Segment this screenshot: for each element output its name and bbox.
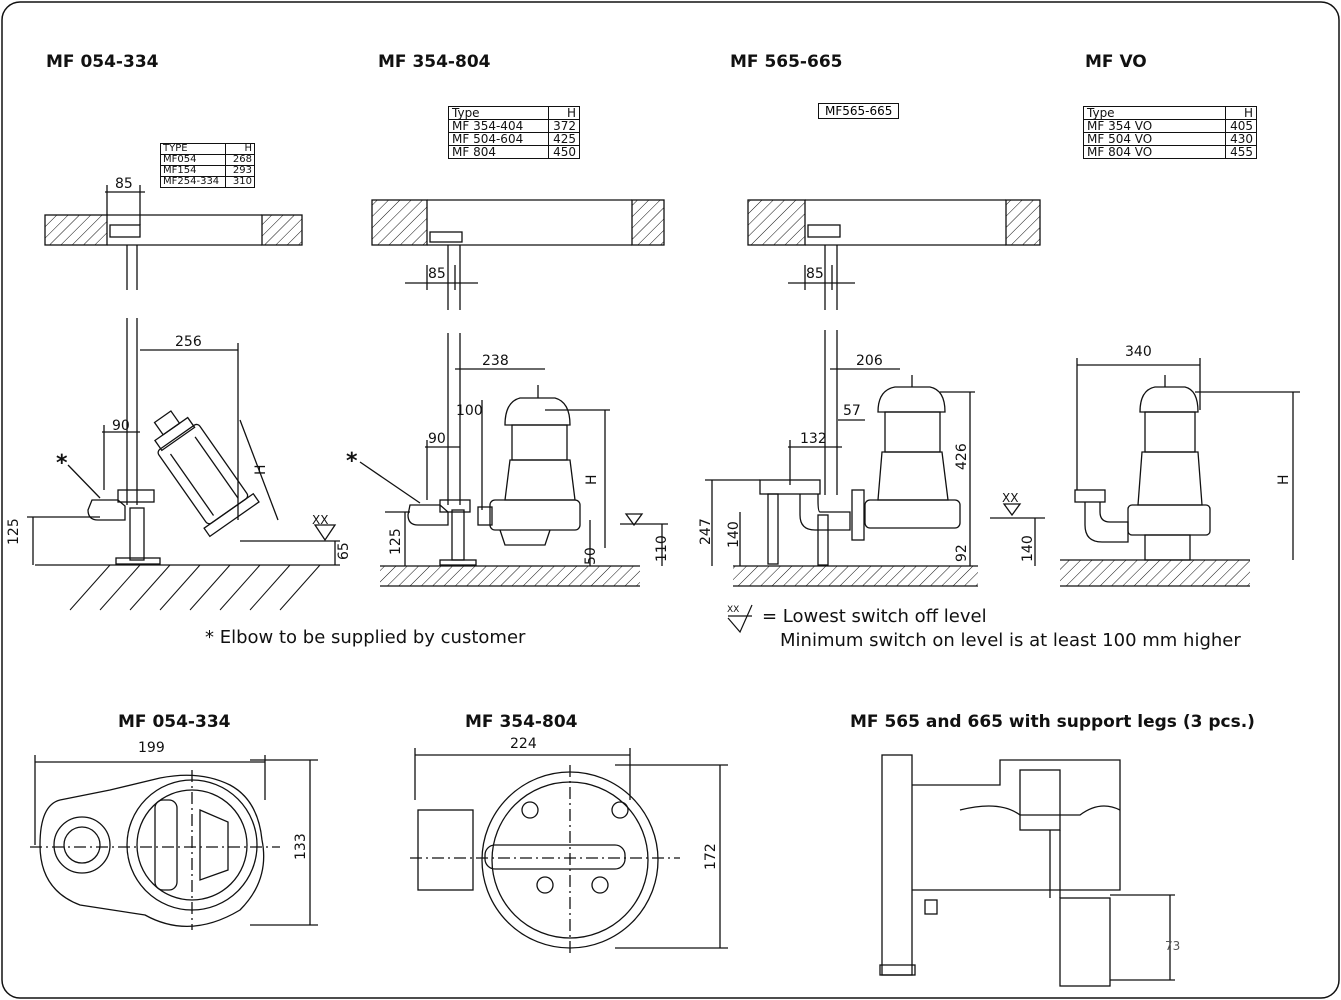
legend-symbol-label: XX [727, 605, 739, 615]
dim-110: 110 [654, 535, 670, 562]
table-cell: 372 [548, 119, 580, 133]
table-header: H [548, 106, 580, 120]
pump-drawing-mf565-665 [705, 199, 1045, 587]
asterisk-marker: * [56, 451, 68, 476]
asterisk-marker: * [346, 449, 358, 474]
dim-125: 125 [388, 528, 404, 555]
dim-85: 85 [428, 266, 446, 282]
dim-65: 65 [336, 542, 352, 560]
table-header: H [1225, 106, 1257, 120]
table-cell: 268 [225, 154, 255, 166]
pump-drawing-mf054-334 [27, 185, 340, 611]
dim-140: 140 [726, 521, 742, 548]
top-view-mf054-334 [30, 755, 318, 930]
section-view-mf565-665 [879, 754, 1175, 987]
dim-199: 199 [138, 740, 165, 756]
table-cell: MF 804 [448, 145, 549, 159]
table-cell: MF 354 VO [1083, 119, 1226, 133]
title-mf565-665: MF 565-665 [730, 52, 843, 72]
water-level-symbol [727, 604, 753, 634]
table-cell: 405 [1225, 119, 1257, 133]
water-level-label: XX [312, 513, 328, 527]
title-bottom-mf565-665: MF 565 and 665 with support legs (3 pcs.… [850, 712, 1255, 732]
slab-left [44, 214, 108, 246]
dim-206: 206 [856, 353, 883, 369]
title-bottom-mf354-804: MF 354-804 [465, 712, 578, 732]
pump-drawing-mf354-804 [359, 199, 668, 587]
table-header: Type [448, 106, 549, 120]
dim-73: 73 [1165, 939, 1180, 953]
table-cell: 425 [548, 132, 580, 146]
table-cell: MF154 [160, 165, 226, 177]
dim-256: 256 [175, 334, 202, 350]
slab-left [747, 199, 806, 246]
table-cell: MF 504 VO [1083, 132, 1226, 146]
table-cell: 293 [225, 165, 255, 177]
title-mf354-804: MF 354-804 [378, 52, 491, 72]
slab-left [371, 199, 428, 246]
dim-133: 133 [293, 833, 309, 860]
slab-right [631, 199, 665, 246]
dim-h: H [253, 464, 269, 475]
slab-right [261, 214, 303, 246]
table-header: H [225, 143, 255, 155]
dim-125: 125 [6, 518, 22, 545]
dim-85: 85 [806, 266, 824, 282]
table-cell: MF 354-404 [448, 119, 549, 133]
pump-drawing-mf-vo [1060, 358, 1300, 587]
table-header: TYPE [160, 143, 226, 155]
spec-label-mf565-665: MF565-665 [818, 103, 900, 119]
dim-90: 90 [112, 418, 130, 434]
dim-h: H [584, 474, 600, 485]
dim-426: 426 [954, 443, 970, 470]
table-header: Type [1083, 106, 1226, 120]
dim-224: 224 [510, 736, 537, 752]
elbow-note: * Elbow to be supplied by customer [205, 627, 526, 648]
dim-247: 247 [698, 518, 714, 545]
switch-on-note: Minimum switch on level is at least 100 … [780, 630, 1241, 651]
dim-50: 50 [583, 547, 599, 565]
top-view-mf354-804 [410, 748, 728, 955]
dim-92: 92 [954, 544, 970, 562]
slab-right [1005, 199, 1041, 246]
dim-340: 340 [1125, 344, 1152, 360]
water-level-label: XX [1002, 491, 1018, 505]
title-bottom-mf054-334: MF 054-334 [118, 712, 231, 732]
dim-57: 57 [843, 403, 861, 419]
dim-172: 172 [703, 843, 719, 870]
dim-90: 90 [428, 431, 446, 447]
title-mf-vo: MF VO [1085, 52, 1147, 72]
switch-off-note: = Lowest switch off level [762, 606, 987, 627]
dim-132: 132 [800, 431, 827, 447]
dim-85: 85 [115, 176, 133, 192]
table-cell: 310 [225, 176, 255, 188]
table-cell: 455 [1225, 145, 1257, 159]
dim-h: H [1276, 474, 1292, 485]
table-cell: 430 [1225, 132, 1257, 146]
title-mf054-334: MF 054-334 [46, 52, 159, 72]
dim-238: 238 [482, 353, 509, 369]
dim-100: 100 [456, 403, 483, 419]
table-cell: MF054 [160, 154, 226, 166]
dim-140: 140 [1020, 535, 1036, 562]
table-cell: MF254-334 [160, 176, 226, 188]
table-cell: 450 [548, 145, 580, 159]
table-cell: MF 504-604 [448, 132, 549, 146]
table-cell: MF 804 VO [1083, 145, 1226, 159]
